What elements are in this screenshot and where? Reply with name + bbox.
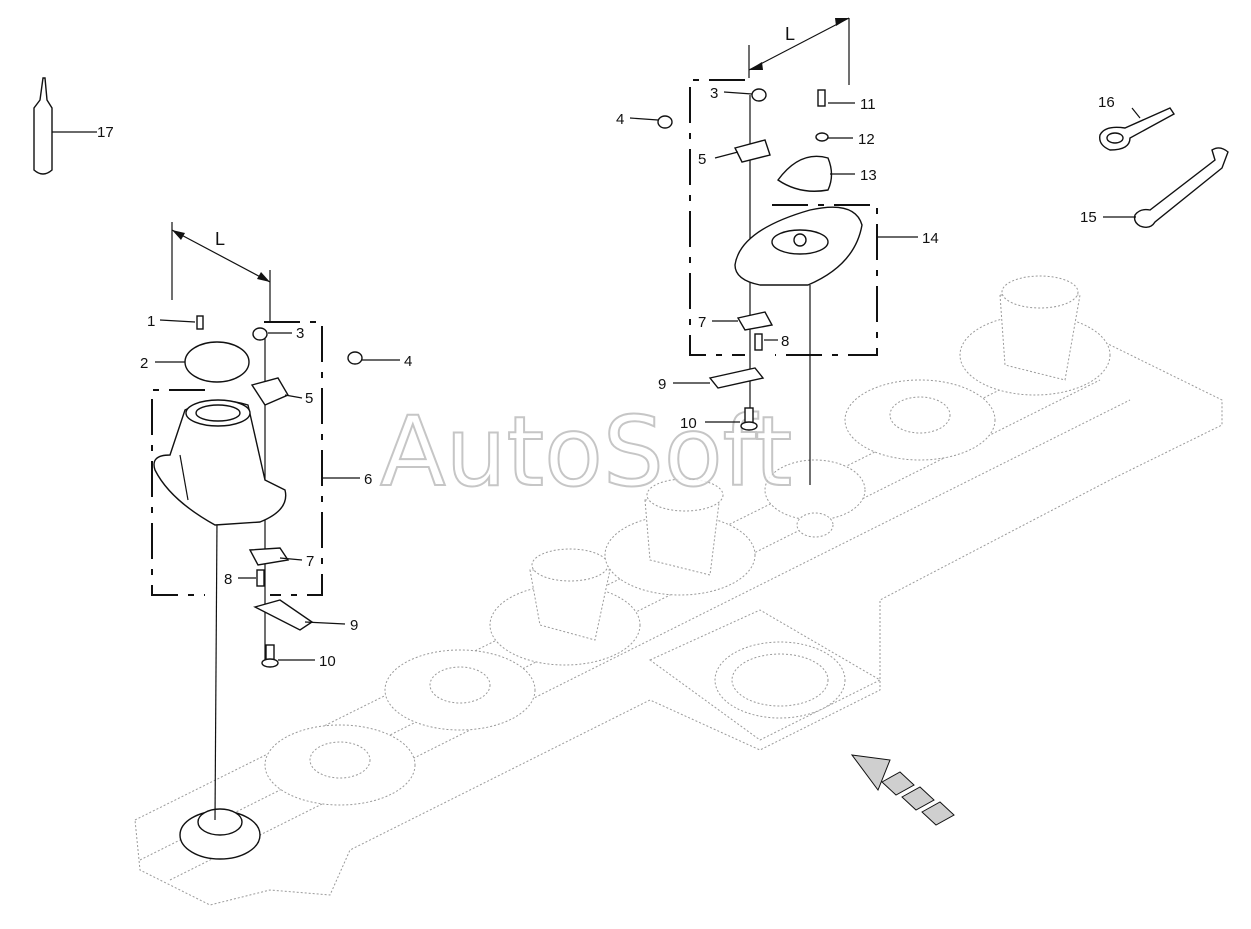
- plate-7: [248, 547, 290, 566]
- disc-3: [844, 379, 996, 461]
- callout-11: 11: [860, 96, 876, 113]
- watermark-text: AutoSoft: [380, 396, 792, 508]
- plate-5-right: [733, 139, 771, 163]
- bolt-10-right: [740, 407, 758, 431]
- callout-8-right: 8: [781, 333, 789, 350]
- travel-direction-arrow: [850, 754, 955, 826]
- callout-4-right: 4: [616, 111, 624, 128]
- gearbox-plate: [714, 641, 846, 719]
- callout-9: 9: [350, 617, 358, 634]
- plate-5: [250, 377, 290, 406]
- plate-7-right: [736, 311, 774, 331]
- wrench-15: [1133, 147, 1229, 229]
- nut-3-right: [751, 88, 767, 102]
- dimension-label-left: L: [215, 229, 225, 249]
- callout-15: 15: [1080, 209, 1097, 226]
- right-assembly: [657, 17, 878, 485]
- nut-3: [252, 327, 268, 341]
- callout-5-right: 5: [698, 151, 706, 168]
- blade-9: [253, 599, 314, 631]
- bolt-8: [256, 569, 265, 587]
- callout-10-right: 10: [680, 415, 697, 432]
- hub-mount-right: [764, 459, 866, 538]
- callout-7: 7: [306, 553, 314, 570]
- callout-13: 13: [860, 167, 877, 184]
- leader-lines: [52, 91, 1141, 661]
- washer-12: [815, 132, 829, 142]
- callout-8: 8: [224, 571, 232, 588]
- cover-plate-2: [184, 341, 250, 383]
- dimension-label-right: L: [785, 24, 795, 44]
- callout-16: 16: [1098, 94, 1115, 111]
- callout-5: 5: [305, 390, 313, 407]
- bolt-10: [261, 644, 279, 668]
- hub-mount-left: [179, 808, 261, 860]
- disc-1: [264, 724, 416, 806]
- cutter-bar-frame: [134, 275, 1223, 906]
- disc-2: [384, 649, 536, 731]
- tube-17: [33, 77, 53, 175]
- callout-9-right: 9: [658, 376, 666, 393]
- cap-13: [777, 155, 833, 192]
- callout-2: 2: [140, 355, 148, 372]
- bolt-8-right: [754, 333, 763, 351]
- bolt-1: [196, 315, 204, 330]
- callout-10: 10: [319, 653, 336, 670]
- callout-17: 17: [97, 124, 114, 141]
- callout-6: 6: [364, 471, 372, 488]
- callout-7-right: 7: [698, 314, 706, 331]
- disc-14: [734, 206, 863, 286]
- callout-3: 3: [296, 325, 304, 342]
- blade-9-right: [708, 367, 765, 389]
- callout-14: 14: [922, 230, 939, 247]
- callout-1: 1: [147, 313, 155, 330]
- callout-4: 4: [404, 353, 412, 370]
- left-assembly: [151, 222, 363, 821]
- drum-housing-3: [959, 275, 1111, 396]
- nut-4-right: [657, 115, 673, 129]
- callout-3-right: 3: [710, 85, 718, 102]
- drum-housing-2: [604, 478, 756, 596]
- drum-housing-1: [489, 548, 641, 666]
- callout-12: 12: [858, 131, 875, 148]
- drum-part-6: [153, 399, 287, 526]
- bolt-11: [817, 89, 826, 107]
- nut-4: [347, 351, 363, 365]
- wrench-16: [1099, 107, 1176, 151]
